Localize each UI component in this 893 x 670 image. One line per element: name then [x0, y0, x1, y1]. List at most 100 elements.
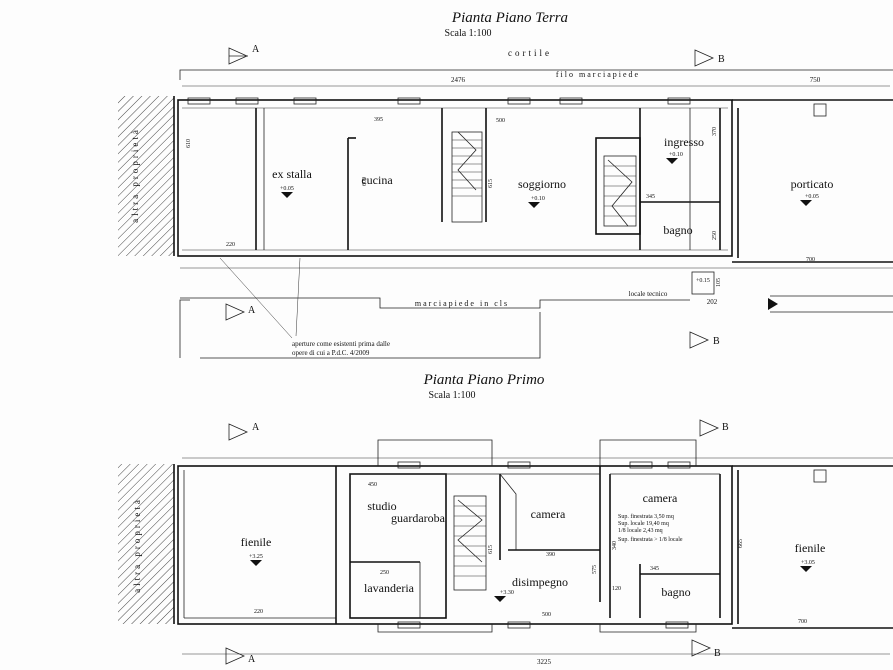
- dim-615-ground: 615: [488, 179, 494, 188]
- dim-370: 370: [712, 127, 718, 136]
- room-cucina: cucina: [361, 173, 393, 187]
- dim-700-ground: 700: [806, 257, 815, 263]
- section-marker-b-bottom: B: [689, 331, 720, 349]
- dim-total-first: 3225: [537, 658, 552, 666]
- dim-105: 105: [716, 278, 722, 287]
- room-camera-1: camera: [531, 507, 566, 521]
- dim-total-ground: 2476: [451, 76, 466, 84]
- note-line-1: aperture come esistenti prima dalle: [292, 340, 390, 348]
- camera-info-table: Sup. finestrata 3,50 mq Sup. locale 19,4…: [618, 513, 683, 543]
- dim-500-first: 500: [542, 612, 551, 618]
- room-fienile-left: fienile: [241, 535, 272, 549]
- first-floor-title: Pianta Piano Primo: [423, 372, 545, 388]
- dim-700-first: 700: [798, 619, 807, 625]
- level-locale-tecnico: +0.15: [696, 278, 710, 284]
- stair-ground: [451, 131, 483, 223]
- label-locale-tecnico: locale tecnico: [629, 290, 668, 298]
- dim-610: 610: [186, 139, 192, 148]
- first-floor-plan: Pianta Piano Primo Scala 1:100 A B altra…: [118, 372, 893, 666]
- room-ex-stalla: ex stalla: [272, 167, 312, 181]
- level-fienile-right: +3.05: [801, 560, 815, 566]
- windows-top-ground: [187, 97, 827, 117]
- stair-first: [453, 495, 487, 591]
- room-ingresso: ingresso: [664, 135, 704, 149]
- room-porticato: porticato: [791, 177, 834, 191]
- sidewalk-top-label: filo marciapiede: [556, 70, 640, 79]
- level-fienile-left: +3.25: [249, 554, 263, 560]
- svg-text:B: B: [722, 422, 729, 433]
- svg-text:B: B: [713, 336, 720, 347]
- room-camera-2: camera: [643, 491, 678, 505]
- svg-text:Sup. finestrata > 1/8 locale: Sup. finestrata > 1/8 locale: [618, 536, 683, 543]
- room-fienile-right: fienile: [795, 541, 826, 555]
- svg-text:A: A: [248, 654, 256, 665]
- level-ex-stalla: +0.05: [280, 186, 294, 192]
- svg-text:1/8 locale 2,43 mq: 1/8 locale 2,43 mq: [618, 528, 663, 534]
- section-marker-a-top: A: [228, 44, 260, 65]
- dim-390: 390: [546, 552, 555, 558]
- room-soggiorno: soggiorno: [518, 177, 566, 191]
- dim-220-first: 220: [254, 609, 263, 615]
- dim-345: 345: [646, 194, 655, 200]
- dim-202: 202: [707, 298, 718, 306]
- level-marker-icon: [800, 566, 812, 572]
- svg-text:B: B: [714, 648, 721, 659]
- section-marker-b-first-bottom: B: [691, 639, 721, 659]
- dim-340: 340: [612, 541, 618, 550]
- ground-floor-scale: Scala 1:100: [445, 28, 492, 39]
- section-marker-a-first-bottom: A: [225, 647, 256, 665]
- dim-615-first: 615: [488, 545, 494, 554]
- svg-text:Sup. finestrata 3,50 mq: Sup. finestrata 3,50 mq: [618, 513, 674, 520]
- dim-345-first: 345: [650, 566, 659, 572]
- sidewalk-bottom-label: marciapiede in cls: [415, 299, 509, 308]
- level-marker-icon: [250, 560, 262, 566]
- room-disimpegno: disimpegno: [512, 575, 568, 589]
- dim-665: 665: [738, 539, 744, 548]
- svg-text:A: A: [252, 422, 260, 433]
- dim-395: 395: [374, 117, 383, 123]
- dim-500: 500: [496, 118, 505, 124]
- level-marker-icon: [528, 202, 540, 208]
- dim-450: 450: [368, 482, 377, 488]
- level-disimpegno: +3.30: [500, 590, 514, 596]
- section-marker-a-bottom: A: [225, 303, 256, 321]
- first-floor-scale: Scala 1:100: [429, 390, 476, 401]
- level-soggiorno: +0.10: [531, 196, 545, 202]
- room-lavanderia: lavanderia: [364, 581, 415, 595]
- section-marker-b-first-top: B: [699, 419, 729, 437]
- courtyard-label: cortile: [508, 48, 552, 58]
- level-marker-icon: [800, 200, 812, 206]
- level-porticato: +0.05: [805, 194, 819, 200]
- room-studio: studio: [367, 499, 396, 513]
- svg-text:A: A: [248, 305, 256, 316]
- room-bagno-ground: bagno: [663, 223, 692, 237]
- ground-floor-title: Pianta Piano Terra: [451, 10, 568, 26]
- svg-text:A: A: [252, 44, 260, 55]
- room-guardaroba: guardaroba: [391, 511, 446, 525]
- neighbor-label-first: altra proprietà: [132, 497, 142, 593]
- dim-575: 575: [592, 565, 598, 574]
- dim-250-first: 250: [380, 570, 389, 576]
- level-marker-icon: [281, 192, 293, 198]
- dim-600: 600: [362, 177, 368, 186]
- svg-text:B: B: [718, 54, 725, 65]
- locale-tecnico-box: [691, 271, 715, 295]
- section-marker-b-top: B: [694, 49, 725, 67]
- dim-120: 120: [612, 586, 621, 592]
- level-marker-icon: [494, 596, 506, 602]
- svg-text:Sup. locale 19,40 mq: Sup. locale 19,40 mq: [618, 521, 669, 527]
- windows-first: [397, 461, 827, 629]
- level-ingresso: +0.10: [669, 152, 683, 158]
- room-bagno-first: bagno: [661, 585, 690, 599]
- dim-220: 220: [226, 242, 235, 248]
- ground-floor-plan: Pianta Piano Terra Scala 1:100 cortile A…: [118, 10, 893, 359]
- neighbor-hatch-ground: [118, 96, 174, 256]
- neighbor-hatch-first: [118, 464, 174, 624]
- section-marker-a-first-top: A: [228, 422, 260, 441]
- dim-right-ground: 750: [810, 76, 821, 84]
- dim-250-ground: 250: [712, 231, 718, 240]
- level-marker-icon: [666, 158, 678, 164]
- note-line-2: opere di cui a P.d.C. 4/2009: [292, 349, 370, 357]
